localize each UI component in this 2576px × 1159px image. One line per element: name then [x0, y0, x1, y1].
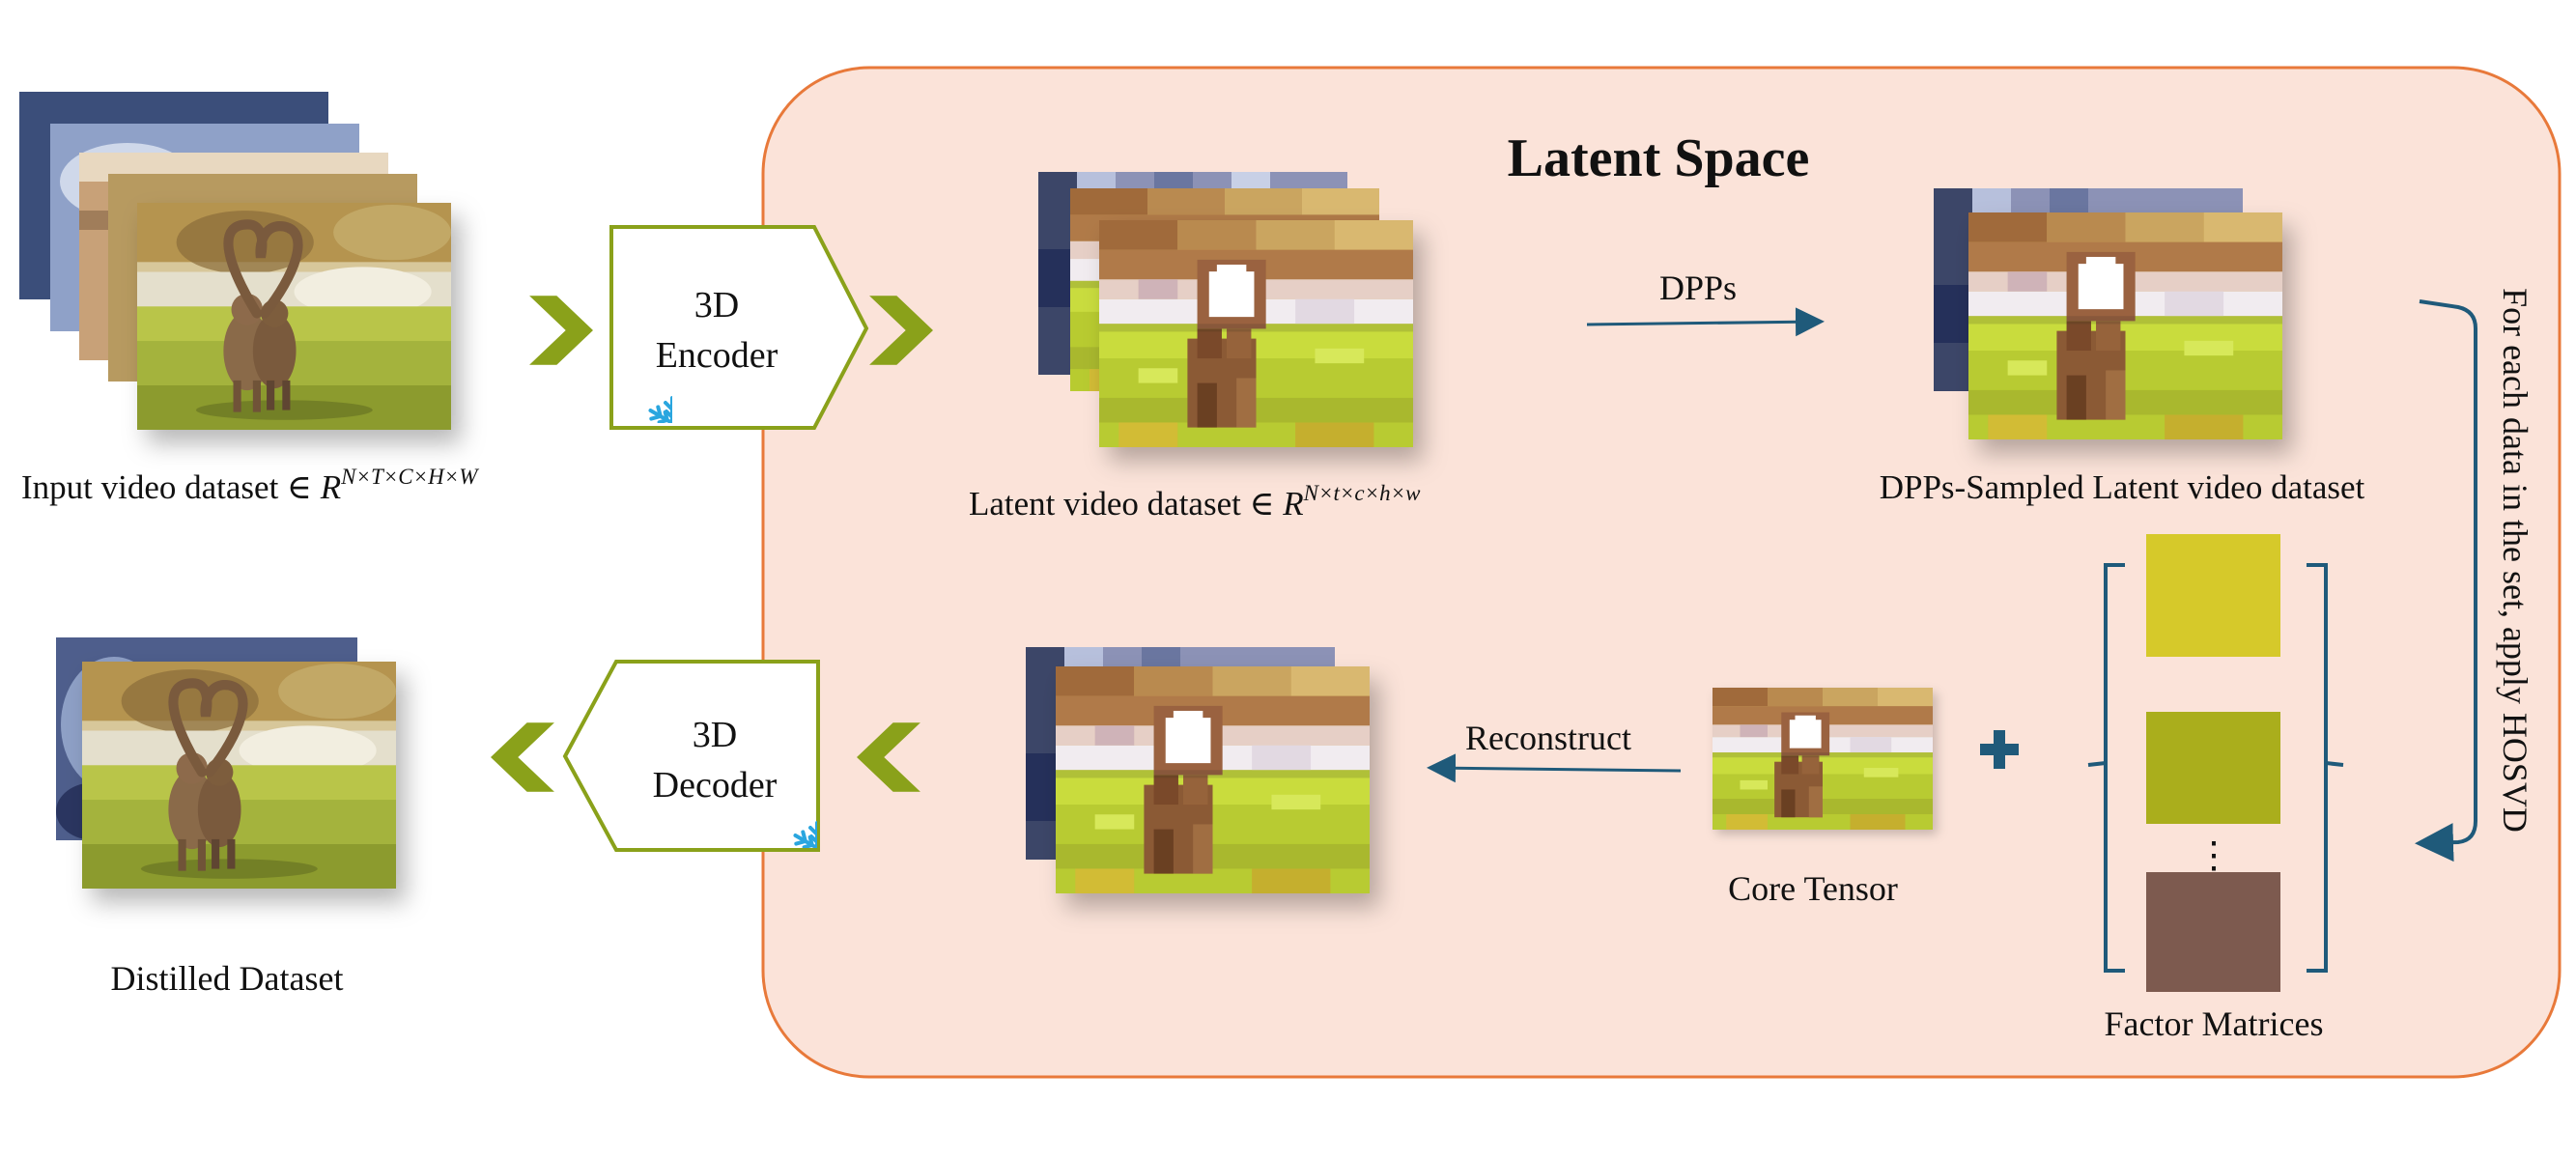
- factor-matrix-3: [2146, 872, 2280, 992]
- factor-matrix-2: [2146, 712, 2280, 824]
- reconstruct-arrow: [1427, 753, 1682, 783]
- core-tensor-label: Core Tensor: [1728, 869, 1898, 908]
- decoder-line1: 3D: [693, 715, 737, 755]
- chevron-left-icon: [491, 722, 554, 792]
- factor-matrix-1: [2146, 534, 2280, 657]
- dpps-arrow-label: DPPs: [1659, 269, 1737, 307]
- latent-space-title: Latent Space: [1508, 128, 1810, 188]
- hosvd-label: For each data in the set, apply HOSVD: [2496, 288, 2534, 833]
- hosvd-bracket-arrow: [2415, 299, 2477, 862]
- chevron-right-icon: [529, 296, 593, 365]
- reconstructed-latent-stack: [1026, 647, 1370, 893]
- sampled-dataset-label: DPPs-Sampled Latent video dataset: [1880, 468, 2365, 506]
- latent-video-stack: [1038, 172, 1413, 447]
- encoder-line2: Encoder: [656, 335, 778, 376]
- distilled-dataset-label: Distilled Dataset: [111, 959, 344, 998]
- core-tensor: [1713, 688, 1933, 830]
- input-video-stack: [19, 92, 451, 430]
- factor-ellipsis: ⋮: [2195, 835, 2232, 876]
- encoder-block: 3D Encoder: [609, 225, 869, 430]
- plus-icon: [1980, 730, 2019, 769]
- distilled-dataset-stack: [56, 637, 396, 889]
- factor-matrices-label: Factor Matrices: [2105, 1004, 2324, 1043]
- reconstruct-label: Reconstruct: [1465, 719, 1631, 757]
- decoder-block: 3D Decoder: [562, 660, 820, 852]
- input-dataset-label: Input video dataset ∈ RN×T×C×H×W: [21, 465, 479, 506]
- encoder-line1: 3D: [694, 285, 739, 325]
- latent-space-region: [761, 66, 2562, 1079]
- dpps-arrow: [1586, 307, 1825, 337]
- sampled-latent-stack: [1934, 188, 2282, 439]
- factor-matrices: ⋮: [2087, 534, 2344, 992]
- latent-dataset-label: Latent video dataset ∈ RN×t×c×h×w: [969, 481, 1421, 523]
- decoder-line2: Decoder: [653, 765, 778, 806]
